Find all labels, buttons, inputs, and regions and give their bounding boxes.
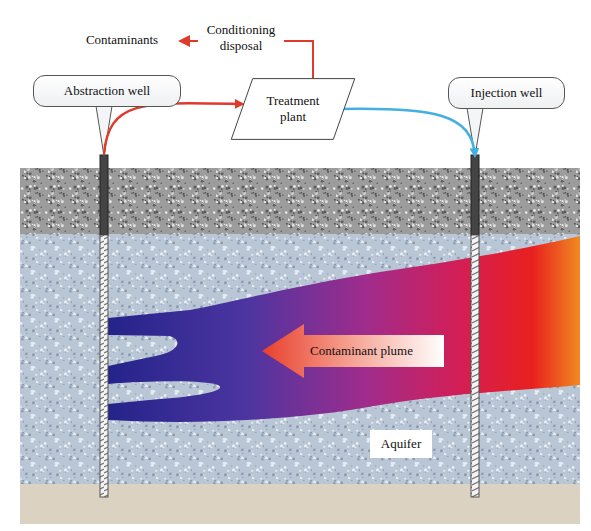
well-casing: [100, 155, 108, 235]
node-text: Contaminant plume: [310, 343, 413, 359]
node-text: Injection well: [471, 85, 543, 101]
plume: [108, 236, 580, 422]
output-label: Contaminants: [72, 32, 172, 48]
well-screen: [100, 235, 108, 497]
well-screen: [471, 235, 479, 497]
well-casing: [471, 155, 479, 235]
node-text: Treatment plant: [252, 93, 334, 124]
node-text: Aquifer: [381, 436, 421, 452]
callout-box: Injection well: [448, 77, 565, 109]
callout-box: Abstraction well: [33, 75, 181, 107]
layer-label-box: Aquifer: [370, 430, 432, 458]
treatment-plant: Treatment plant: [230, 78, 356, 140]
process-label: Conditioning disposal: [198, 22, 284, 55]
arrowhead: [178, 35, 190, 47]
flow-connector: [338, 109, 475, 156]
node-text: Abstraction well: [64, 83, 150, 99]
flow-connector: [104, 103, 243, 154]
flow-arrow: Contaminant plume: [262, 324, 444, 378]
